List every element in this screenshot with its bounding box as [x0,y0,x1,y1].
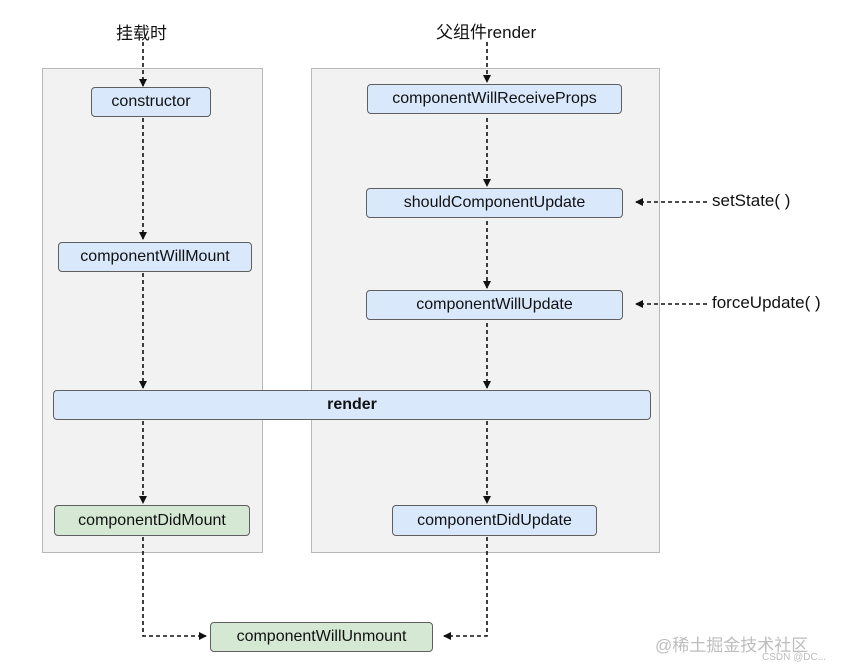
component-did-mount-node: componentDidMount [54,505,250,536]
watermark-main: @稀土掘金技术社区 [655,636,809,655]
arrow-didupdate-to-unmount [443,537,488,640]
constructor-node: constructor [91,87,211,117]
mount-trigger-label: 挂载时 [116,24,167,43]
update-trigger-label: 父组件render [436,23,537,42]
component-will-receive-props-node: componentWillReceiveProps [367,84,622,114]
setstate-label: setState( ) [712,191,791,210]
component-will-unmount-node: componentWillUnmount [210,622,433,652]
should-component-update-node: shouldComponentUpdate [366,188,623,218]
component-will-mount-node: componentWillMount [58,242,252,272]
forceupdate-label: forceUpdate( ) [712,293,821,312]
component-did-update-node: componentDidUpdate [392,505,597,536]
render-node: render [53,390,651,420]
component-will-update-node: componentWillUpdate [366,290,623,320]
mount-phase-panel [42,68,263,553]
watermark-sub: CSDN @DC... [762,652,827,663]
arrow-didmount-to-unmount [142,537,207,640]
